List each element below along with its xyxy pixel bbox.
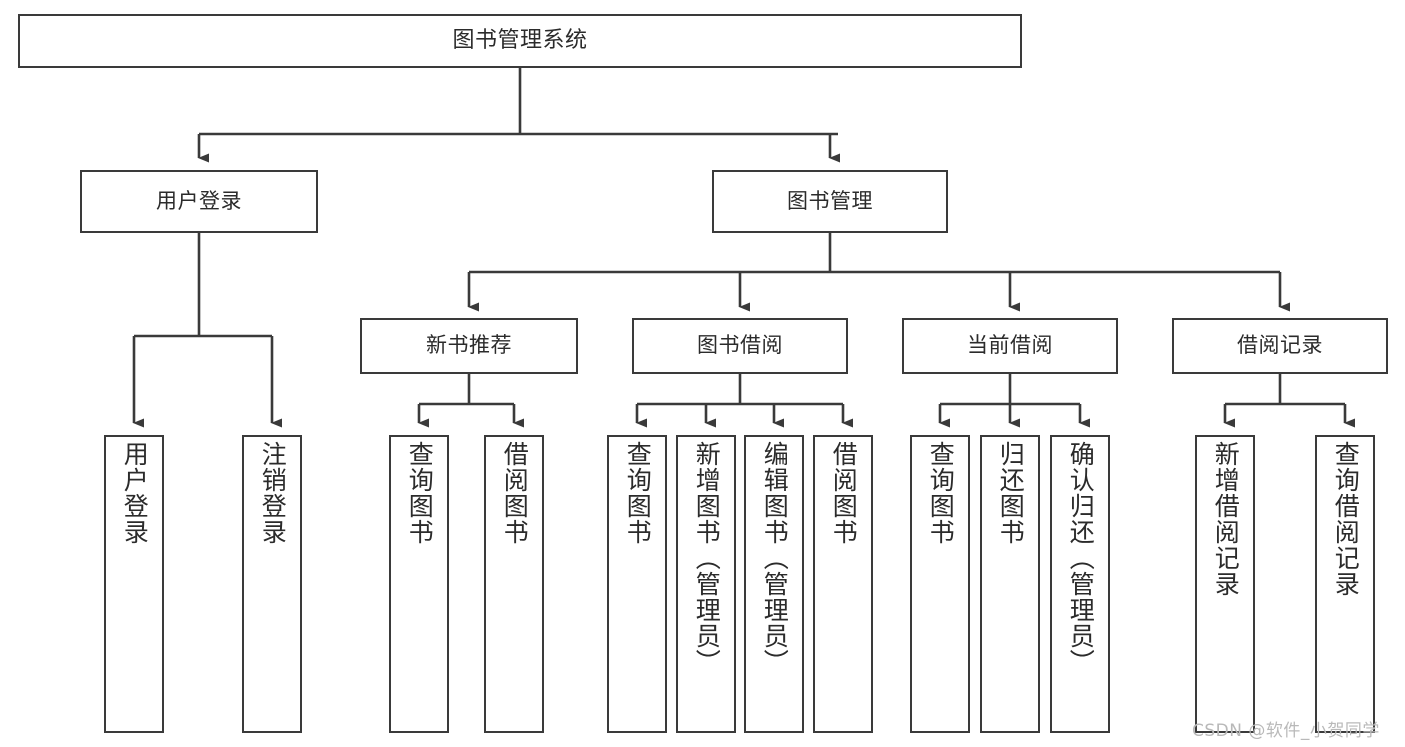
leaf-add-record[interactable]: 新增借阅记录 xyxy=(1195,435,1255,733)
leaf-edit-book-label: 编辑图书（管理员） xyxy=(760,441,790,675)
leaf-query-record[interactable]: 查询借阅记录 xyxy=(1315,435,1375,733)
leaf-confirm-return[interactable]: 确认归还（管理员） xyxy=(1050,435,1110,733)
leaf-user-login[interactable]: 用户登录 xyxy=(104,435,164,733)
leaf-borrow-book-1-label: 借阅图书 xyxy=(500,441,530,545)
leaf-logout-label: 注销登录 xyxy=(258,441,288,545)
node-book-borrow-label: 图书借阅 xyxy=(697,333,783,358)
leaf-borrow-book-2[interactable]: 借阅图书 xyxy=(813,435,873,733)
leaf-add-book[interactable]: 新增图书（管理员） xyxy=(676,435,736,733)
leaf-query-record-label: 查询借阅记录 xyxy=(1331,441,1361,597)
leaf-query-book-2-label: 查询图书 xyxy=(623,441,653,545)
node-new-book-recommend-label: 新书推荐 xyxy=(426,333,512,358)
node-borrow-record-label: 借阅记录 xyxy=(1237,333,1323,358)
node-current-borrow[interactable]: 当前借阅 xyxy=(902,318,1118,374)
node-user-login-label: 用户登录 xyxy=(156,188,242,213)
leaf-query-book-3[interactable]: 查询图书 xyxy=(910,435,970,733)
node-new-book-recommend[interactable]: 新书推荐 xyxy=(360,318,578,374)
node-current-borrow-label: 当前借阅 xyxy=(967,333,1053,358)
node-book-management-label: 图书管理 xyxy=(787,188,873,213)
leaf-query-book-2[interactable]: 查询图书 xyxy=(607,435,667,733)
node-book-borrow[interactable]: 图书借阅 xyxy=(632,318,848,374)
leaf-query-book-3-label: 查询图书 xyxy=(926,441,956,545)
leaf-borrow-book-1[interactable]: 借阅图书 xyxy=(484,435,544,733)
node-root[interactable]: 图书管理系统 xyxy=(18,14,1022,68)
leaf-logout[interactable]: 注销登录 xyxy=(242,435,302,733)
leaf-confirm-return-label: 确认归还（管理员） xyxy=(1066,441,1096,675)
node-user-login[interactable]: 用户登录 xyxy=(80,170,318,233)
leaf-borrow-book-2-label: 借阅图书 xyxy=(829,441,859,545)
leaf-return-book[interactable]: 归还图书 xyxy=(980,435,1040,733)
leaf-return-book-label: 归还图书 xyxy=(996,441,1026,545)
leaf-edit-book[interactable]: 编辑图书（管理员） xyxy=(744,435,804,733)
node-book-management[interactable]: 图书管理 xyxy=(712,170,948,233)
leaf-query-book-1-label: 查询图书 xyxy=(405,441,435,545)
node-borrow-record[interactable]: 借阅记录 xyxy=(1172,318,1388,374)
csdn-watermark: CSDN @软件_小贺同学 xyxy=(1192,721,1380,741)
leaf-add-book-label: 新增图书（管理员） xyxy=(692,441,722,675)
leaf-user-login-label: 用户登录 xyxy=(120,441,150,545)
node-root-label: 图书管理系统 xyxy=(452,27,588,53)
leaf-query-book-1[interactable]: 查询图书 xyxy=(389,435,449,733)
leaf-add-record-label: 新增借阅记录 xyxy=(1211,441,1241,597)
